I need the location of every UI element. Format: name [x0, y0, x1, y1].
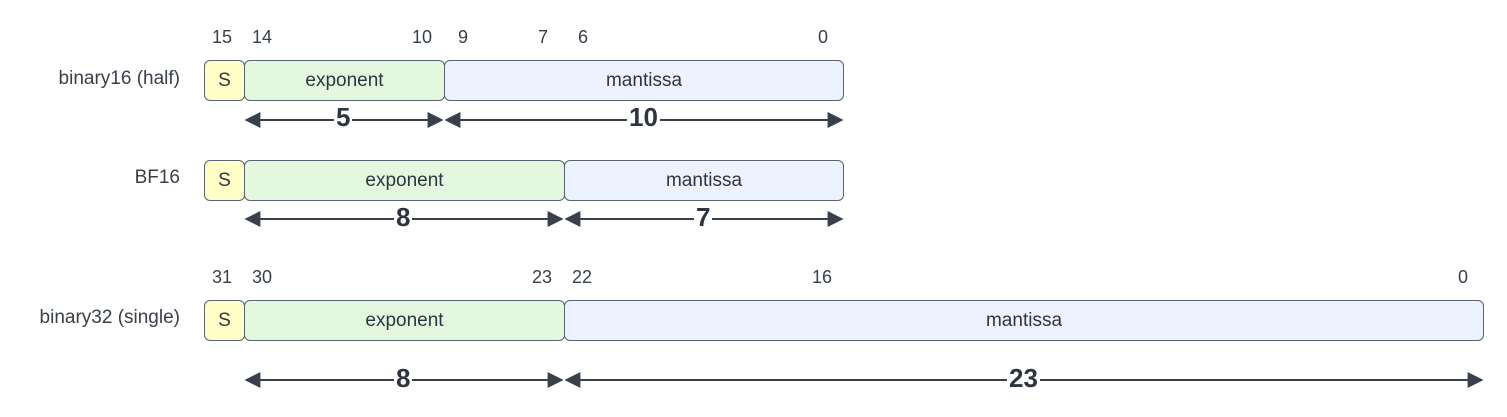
half-bit-10: 10: [412, 27, 433, 47]
half-bit-9: 9: [458, 27, 469, 47]
single-bit-22: 22: [572, 267, 593, 287]
half-exponent-width-label: 5: [334, 102, 353, 132]
half-mantissa-field: mantissa: [444, 60, 844, 101]
bf16-exponent-width-label: 8: [394, 202, 413, 232]
half-mantissa-width-label: 10: [627, 102, 660, 132]
half-bit-7: 7: [538, 27, 549, 47]
half-bit-14: 14: [252, 27, 273, 47]
single-exponent-width-label: 8: [394, 363, 413, 393]
single-mantissa-field: mantissa: [564, 300, 1484, 341]
half-bit-15: 15: [212, 27, 233, 47]
single-bit-30: 30: [252, 267, 273, 287]
bf16-mantissa-width-label: 7: [694, 202, 713, 232]
format-label-bf16: BF16: [134, 167, 180, 188]
half-bit-0: 0: [818, 27, 829, 47]
half-exponent-field: exponent: [244, 60, 445, 101]
format-label-half: binary16 (half): [58, 68, 180, 89]
bf16-sign-field: S: [204, 160, 245, 201]
single-exponent-field: exponent: [244, 300, 565, 341]
single-bit-31: 31: [212, 267, 233, 287]
bf16-exponent-field: exponent: [244, 160, 565, 201]
bf16-mantissa-field: mantissa: [564, 160, 844, 201]
half-bit-6: 6: [578, 27, 589, 47]
single-bit-0: 0: [1458, 267, 1469, 287]
half-sign-field: S: [204, 60, 245, 101]
single-bit-23: 23: [532, 267, 553, 287]
single-mantissa-width-label: 23: [1007, 363, 1040, 393]
single-sign-field: S: [204, 300, 245, 341]
format-label-single: binary32 (single): [39, 307, 180, 328]
single-bit-16: 16: [812, 267, 833, 287]
